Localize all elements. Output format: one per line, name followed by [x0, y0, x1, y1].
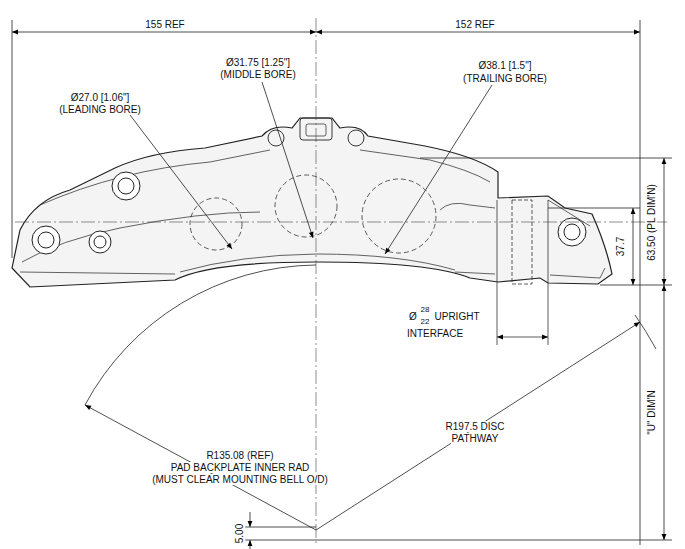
- leader-line: [130, 82, 492, 254]
- bolt-boss: [118, 178, 134, 194]
- dimension-text: R135.08 (REF): [205, 450, 274, 461]
- dimension-text: 152 REF: [454, 19, 495, 30]
- dimension-text: Ø27.0 [1.06"]: [70, 92, 131, 103]
- caliper-body: [440, 203, 495, 210]
- radius-arc: [85, 405, 316, 530]
- leader-line: [130, 115, 232, 249]
- dimension-text: 155 REF: [144, 19, 185, 30]
- leader-line: [385, 85, 492, 254]
- center-line: [15, 18, 668, 545]
- dimension-text: 63.50 (PL DIM'N): [646, 183, 657, 262]
- part-name: PATHWAY: [451, 433, 500, 444]
- dimension-text: "U" DIM'N: [646, 389, 657, 436]
- dimension-line: [664, 285, 665, 540]
- dimension-line: [236, 527, 316, 528]
- bolt-boss: [112, 172, 140, 200]
- dimension-line: [12, 20, 672, 549]
- caliper-body: [22, 212, 260, 262]
- upright-interface: [497, 200, 498, 345]
- leader-line: [262, 82, 313, 238]
- caliper-body: [548, 200, 605, 278]
- center-line: [316, 18, 317, 545]
- part-name: (LEADING BORE): [58, 104, 142, 115]
- radius-arc: [85, 265, 656, 530]
- bolt-boss: [32, 226, 60, 254]
- dimension-line: [250, 512, 251, 527]
- bolt-boss: [32, 172, 586, 254]
- tolerance-lower: 22: [420, 318, 431, 327]
- dimension-text: R197.5 DISC: [445, 421, 506, 432]
- dimension-line: [420, 158, 672, 159]
- dimension-line: [548, 208, 640, 209]
- dimension-line: [316, 32, 640, 33]
- dimension-text: Ø31.75 [1.25"]: [225, 57, 291, 68]
- upright-interface: [512, 200, 532, 284]
- dimension-text: 37.7: [616, 235, 627, 256]
- dimension-line: [12, 32, 316, 33]
- bolt-boss: [89, 231, 111, 253]
- diameter-symbol: Ø: [408, 311, 418, 322]
- caliper-body: [180, 254, 455, 272]
- dimension-text: 5.00: [235, 522, 246, 543]
- radius-arc: [85, 265, 316, 405]
- piston-bore: [362, 179, 436, 253]
- dimension-line: [640, 20, 641, 545]
- part-name: UPRIGHT: [434, 311, 481, 322]
- bolt-boss: [564, 224, 580, 240]
- upright-interface: [497, 337, 548, 338]
- caliper-body: [348, 130, 364, 146]
- piston-bore: [190, 198, 242, 250]
- dimension-line: [664, 158, 665, 285]
- radius-arc: [635, 315, 656, 349]
- dimension-line: [12, 20, 13, 258]
- tolerance-upper: 28: [420, 306, 431, 315]
- caliper-body: [12, 118, 612, 287]
- note-text: PAD BACKPLATE INNER RAD: [170, 462, 311, 473]
- part-name: INTERFACE: [406, 328, 464, 339]
- caliper-body: [268, 130, 284, 146]
- note-text: (MUST CLEAR MOUNTING BELL O/D): [151, 474, 329, 485]
- piston-bore: [190, 175, 436, 253]
- part-name: (MIDDLE BORE): [219, 69, 297, 80]
- bolt-boss: [38, 232, 54, 248]
- dimension-line: [250, 540, 251, 549]
- piston-bore: [275, 175, 337, 237]
- dimension-line: [236, 540, 672, 541]
- dimension-line: [633, 208, 634, 285]
- bolt-boss: [94, 236, 106, 248]
- radius-arc: [316, 322, 640, 530]
- caliper-body: [12, 118, 612, 287]
- dimension-text: Ø38.1 [1.5"]: [477, 60, 532, 71]
- center-line: [15, 222, 668, 223]
- part-name: (TRAILING BORE): [462, 73, 548, 84]
- dimension-line: [600, 285, 672, 286]
